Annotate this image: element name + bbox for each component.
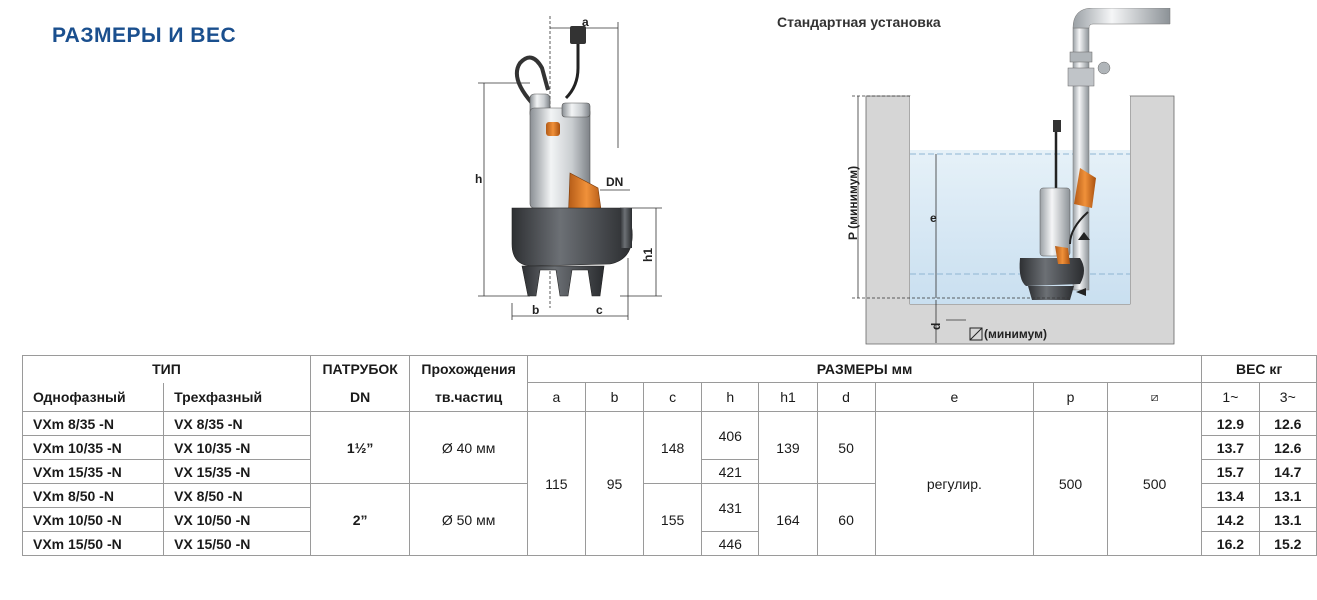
- header-weight-3: 3~: [1258, 382, 1317, 412]
- header-col-p: p: [1033, 382, 1108, 412]
- value-a: 115: [526, 411, 587, 556]
- outlet-dn-value: 2”: [309, 483, 411, 556]
- header-passage-2: тв.частиц: [409, 382, 528, 412]
- model-three-phase: VX 15/50 -N: [163, 531, 311, 556]
- dim-d-label: d: [929, 323, 943, 330]
- header-weight-1: 1~: [1201, 382, 1260, 412]
- value-c: 148: [642, 411, 703, 484]
- passage-value: Ø 40 мм: [409, 411, 528, 484]
- weight-1: 13.7: [1201, 435, 1260, 460]
- installation-drawing: P (минимум) e d (минимум): [846, 8, 1175, 345]
- header-col-e: e: [874, 382, 1035, 412]
- value-c: 155: [642, 483, 703, 556]
- model-single-phase: VXm 10/50 -N: [21, 507, 165, 532]
- value-h: 446: [701, 531, 760, 556]
- model-single-phase: VXm 15/35 -N: [21, 459, 165, 484]
- model-three-phase: VX 15/35 -N: [163, 459, 311, 484]
- weight-3: 14.7: [1258, 459, 1317, 484]
- table-row: VXm 8/50 -N VX 8/50 -N 2” Ø 50 мм 155 43…: [21, 483, 1317, 556]
- model-single-phase: VXm 10/35 -N: [21, 435, 165, 460]
- model-three-phase: VX 8/50 -N: [163, 483, 311, 508]
- value-h1: 164: [758, 483, 818, 556]
- table-row: VXm 8/35 -N VX 8/35 -N 1½” Ø 40 мм 115 9…: [21, 411, 1317, 556]
- dim-p-label: P (минимум): [846, 166, 860, 240]
- weight-3: 13.1: [1258, 507, 1317, 532]
- dim-h-label: h: [475, 172, 482, 186]
- weight-1: 16.2: [1201, 531, 1260, 556]
- dim-b-label: b: [532, 303, 539, 317]
- specification-table: ТИП ПАТРУБОК Прохождения РАЗМЕРЫ мм ВЕС …: [21, 355, 1317, 556]
- weight-1: 15.7: [1201, 459, 1260, 484]
- header-passage: Прохождения: [409, 355, 528, 383]
- header-col-d: d: [816, 382, 876, 412]
- pump-dimension-drawing: a h DN h1 b c: [475, 15, 662, 320]
- passage-value: Ø 50 мм: [409, 483, 528, 556]
- header-outlet: ПАТРУБОК: [309, 355, 411, 383]
- weight-3: 15.2: [1258, 531, 1317, 556]
- dim-a-label: a: [582, 15, 589, 29]
- table-row: VXm 10/50 -N VX 10/50 -N 14.2 13.1: [21, 507, 1317, 532]
- installation-title: Стандартная установка: [777, 14, 941, 30]
- table-row: VXm 15/50 -N VX 15/50 -N 446 16.2 15.2: [21, 531, 1317, 556]
- value-d: 60: [816, 483, 876, 556]
- model-three-phase: VX 10/35 -N: [163, 435, 311, 460]
- dim-c-label: c: [596, 303, 603, 317]
- header-col-h1: h1: [758, 382, 818, 412]
- header-three-phase: Трехфазный: [163, 382, 311, 412]
- header-weight: ВЕС кг: [1201, 355, 1317, 383]
- header-col-h: h: [701, 382, 760, 412]
- value-b: 95: [585, 411, 644, 556]
- weight-1: 14.2: [1201, 507, 1260, 532]
- model-three-phase: VX 8/35 -N: [163, 411, 311, 436]
- value-h: 431: [701, 483, 760, 532]
- header-single-phase: Однофазный: [21, 382, 165, 412]
- header-col-b: b: [585, 382, 644, 412]
- outlet-dn-value: 1½”: [309, 411, 411, 484]
- header-col-a: a: [526, 382, 587, 412]
- table-row: VXm 15/35 -N VX 15/35 -N 421 15.7 14.7: [21, 459, 1317, 484]
- dim-h1-label: h1: [641, 248, 655, 262]
- header-dimensions: РАЗМЕРЫ мм: [526, 355, 1203, 383]
- model-single-phase: VXm 8/35 -N: [21, 411, 165, 436]
- weight-1: 13.4: [1201, 483, 1260, 508]
- weight-3: 12.6: [1258, 411, 1317, 436]
- header-outlet-dn: DN: [309, 382, 411, 412]
- value-e: регулир.: [874, 411, 1035, 556]
- dim-dn-label: DN: [606, 175, 623, 189]
- value-p: 500: [1033, 411, 1108, 556]
- weight-3: 12.6: [1258, 435, 1317, 460]
- weight-1: 12.9: [1201, 411, 1260, 436]
- value-d: 50: [816, 411, 876, 484]
- header-type: ТИП: [22, 355, 311, 383]
- value-square: 500: [1106, 411, 1203, 556]
- value-h1: 139: [758, 411, 818, 484]
- dim-e-label: e: [930, 211, 937, 225]
- model-single-phase: VXm 15/50 -N: [21, 531, 165, 556]
- header-col-c: c: [642, 382, 703, 412]
- value-h: 421: [701, 459, 760, 484]
- value-h: 406: [701, 411, 760, 460]
- dim-square-label: (минимум): [984, 327, 1047, 341]
- model-single-phase: VXm 8/50 -N: [21, 483, 165, 508]
- table-row: VXm 10/35 -N VX 10/35 -N 13.7 12.6: [21, 435, 1317, 460]
- model-three-phase: VX 10/50 -N: [163, 507, 311, 532]
- header-col-square: ⧄: [1106, 382, 1203, 412]
- weight-3: 13.1: [1258, 483, 1317, 508]
- page-title: РАЗМЕРЫ И ВЕС: [52, 24, 237, 47]
